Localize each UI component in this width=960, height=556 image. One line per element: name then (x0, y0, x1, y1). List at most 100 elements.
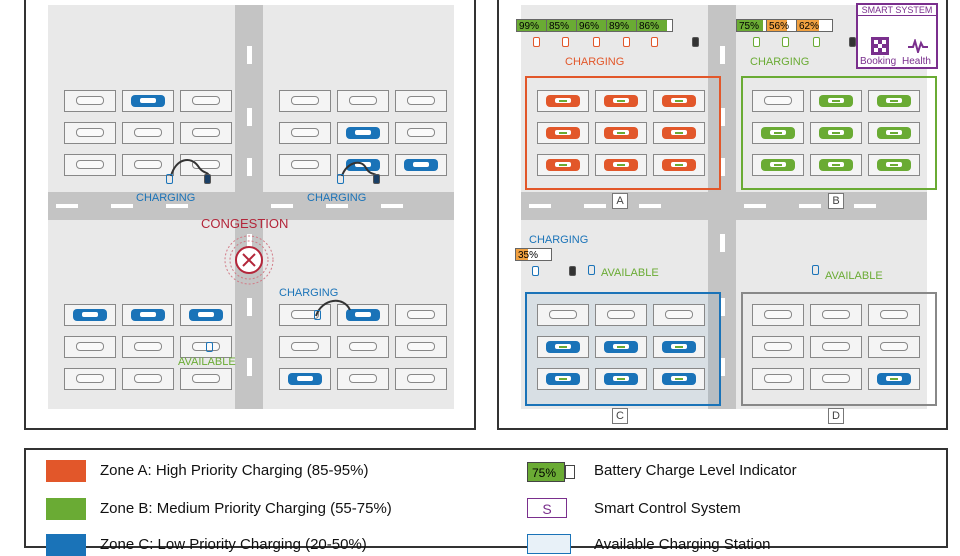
parking-stall[interactable] (122, 90, 174, 112)
parking-stall[interactable] (752, 336, 804, 358)
booking-label[interactable]: Booking (860, 56, 897, 67)
battery-fill (517, 20, 552, 31)
parking-stall[interactable] (122, 154, 174, 176)
parking-stall[interactable] (595, 336, 647, 358)
parking-stall[interactable] (595, 122, 647, 144)
parking-stall[interactable] (122, 122, 174, 144)
parking-stall[interactable] (122, 368, 174, 390)
parking-stall[interactable] (395, 304, 447, 326)
battery-fill (547, 20, 577, 31)
parking-stall[interactable] (653, 368, 705, 390)
parking-stall[interactable] (595, 368, 647, 390)
parking-stall[interactable] (64, 336, 116, 358)
parking-stall[interactable] (395, 368, 447, 390)
parking-stall[interactable] (279, 368, 331, 390)
lane-marking (854, 204, 876, 208)
parking-stall[interactable] (537, 336, 589, 358)
parking-stall[interactable] (180, 122, 232, 144)
lane-marking (720, 234, 725, 252)
lane-marking (247, 108, 252, 126)
parking-stall[interactable] (752, 154, 804, 176)
empty-stall-marker (880, 342, 908, 351)
car-icon (877, 159, 911, 171)
charger-plug-icon (532, 266, 539, 276)
parking-stall[interactable] (537, 368, 589, 390)
parking-stall[interactable] (537, 90, 589, 112)
car-icon (73, 309, 107, 321)
empty-stall-marker (607, 310, 635, 319)
parking-stall[interactable] (395, 122, 447, 144)
parking-stall[interactable] (337, 122, 389, 144)
parking-stall[interactable] (64, 368, 116, 390)
lane-marking (799, 204, 821, 208)
legend-zone-c: Zone C: Low Priority Charging (20-50%) (100, 536, 367, 553)
parking-stall[interactable] (752, 90, 804, 112)
parking-stall[interactable] (395, 90, 447, 112)
parking-stall[interactable] (810, 336, 862, 358)
parking-stall[interactable] (537, 304, 589, 326)
parking-stall[interactable] (653, 90, 705, 112)
parking-stall[interactable] (653, 122, 705, 144)
parking-stall[interactable] (279, 154, 331, 176)
parking-stall[interactable] (395, 336, 447, 358)
lane-marking (247, 158, 252, 176)
parking-stall[interactable] (279, 122, 331, 144)
health-pulse-icon[interactable] (908, 39, 928, 53)
parking-stall[interactable] (337, 368, 389, 390)
parking-stall[interactable] (595, 90, 647, 112)
health-label[interactable]: Health (902, 56, 931, 67)
parking-stall[interactable] (868, 90, 920, 112)
parking-stall[interactable] (868, 122, 920, 144)
parking-stall[interactable] (653, 304, 705, 326)
charging-label-b: CHARGING (750, 56, 810, 68)
lane-marking (56, 204, 78, 208)
parking-stall[interactable] (537, 154, 589, 176)
charger-plug-icon (782, 37, 789, 47)
parking-stall[interactable] (180, 154, 232, 176)
parking-stall[interactable] (122, 336, 174, 358)
parking-stall[interactable] (337, 336, 389, 358)
available-label-c: AVAILABLE (601, 267, 659, 279)
battery-indicator-zone-a: 89% (606, 19, 643, 32)
car-icon (546, 373, 580, 385)
parking-stall[interactable] (279, 304, 331, 326)
parking-stall[interactable] (180, 304, 232, 326)
parking-stall[interactable] (337, 90, 389, 112)
parking-stall[interactable] (595, 154, 647, 176)
parking-stall[interactable] (752, 122, 804, 144)
parking-stall[interactable] (279, 336, 331, 358)
parking-stall[interactable] (868, 304, 920, 326)
smart-system-panel[interactable]: SMART SYSTEM Booking Health (856, 3, 938, 69)
parking-stall[interactable] (810, 90, 862, 112)
parking-stall[interactable] (810, 154, 862, 176)
parking-stall[interactable] (810, 304, 862, 326)
parking-stall[interactable] (180, 90, 232, 112)
lane-marking (744, 204, 766, 208)
parking-stall[interactable] (653, 336, 705, 358)
parking-stall[interactable] (64, 154, 116, 176)
available-station-swatch (527, 534, 571, 554)
car-icon (604, 127, 638, 139)
parking-stall[interactable] (752, 304, 804, 326)
car-icon (346, 127, 380, 139)
car-icon (546, 341, 580, 353)
parking-stall[interactable] (868, 154, 920, 176)
parking-stall[interactable] (810, 368, 862, 390)
parking-stall[interactable] (395, 154, 447, 176)
parking-stall[interactable] (752, 368, 804, 390)
parking-stall[interactable] (122, 304, 174, 326)
parking-stall[interactable] (868, 336, 920, 358)
parking-stall[interactable] (64, 90, 116, 112)
parking-stall[interactable] (595, 304, 647, 326)
parking-stall[interactable] (64, 122, 116, 144)
parking-stall[interactable] (868, 368, 920, 390)
parking-stall[interactable] (810, 122, 862, 144)
smart-symbol-label: S (542, 501, 552, 517)
smart-symbol-box: S (527, 498, 567, 518)
parking-stall[interactable] (180, 368, 232, 390)
parking-stall[interactable] (537, 122, 589, 144)
booking-grid-icon[interactable] (871, 37, 889, 55)
parking-stall[interactable] (653, 154, 705, 176)
parking-stall[interactable] (279, 90, 331, 112)
parking-stall[interactable] (64, 304, 116, 326)
